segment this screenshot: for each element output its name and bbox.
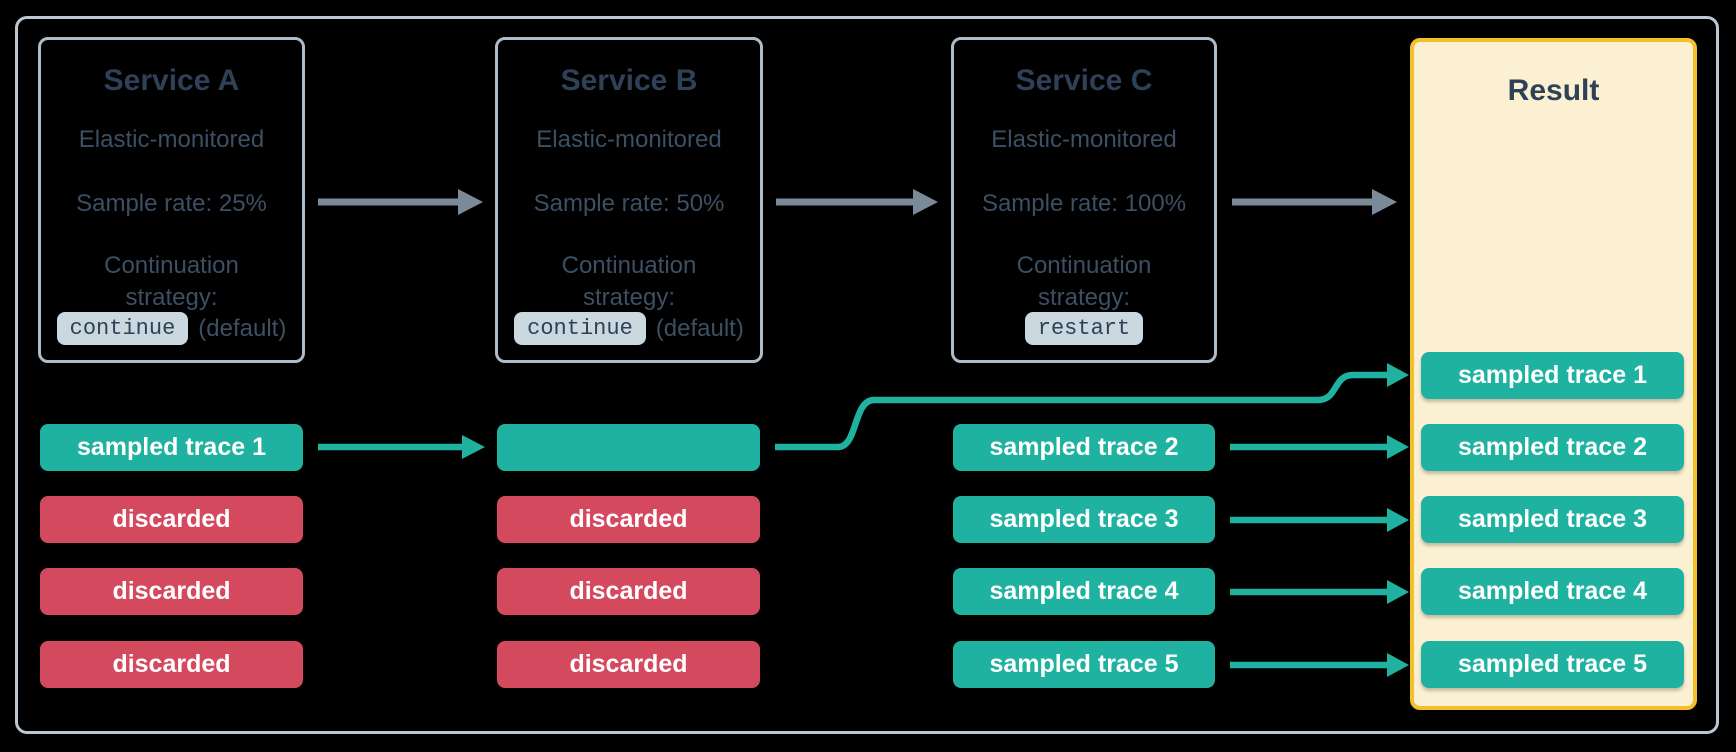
service-b-strategy-note: (default) (655, 314, 744, 342)
result-title: Result (1507, 74, 1600, 107)
service-c-continuation-label: Continuation strategy: (1016, 252, 1152, 311)
trace-pill: sampled trace 3 (953, 496, 1215, 543)
service-c-title: Service C (1015, 64, 1153, 97)
service-c-sample-rate: Sample rate: 100% (981, 190, 1187, 217)
service-b-continuation-label: Continuation strategy: (561, 252, 697, 311)
discarded-pill: discarded (497, 641, 760, 688)
service-b-strategy-row: continue (default) (498, 312, 760, 345)
service-a-strategy-row: continue (default) (41, 312, 302, 345)
service-a-box: Service A Elastic-monitored Sample rate:… (38, 37, 305, 363)
discarded-pill: discarded (40, 496, 303, 543)
service-c-box: Service C Elastic-monitored Sample rate:… (951, 37, 1217, 363)
trace-pill: sampled trace 5 (1421, 641, 1684, 688)
service-c-monitoring: Elastic-monitored (991, 126, 1177, 153)
service-a-sample-rate: Sample rate: 25% (76, 190, 267, 217)
service-c-strategy-chip: restart (1024, 312, 1144, 345)
service-b-title: Service B (560, 64, 698, 97)
discarded-pill: discarded (497, 568, 760, 615)
service-b-sample-rate: Sample rate: 50% (533, 190, 725, 217)
service-b-monitoring: Elastic-monitored (536, 126, 722, 153)
service-b-strategy-chip: continue (514, 312, 646, 345)
service-c-strategy-row: restart (954, 312, 1214, 345)
trace-pill: sampled trace 4 (1421, 568, 1684, 615)
trace-pill: sampled trace 1 (1421, 352, 1684, 399)
service-a-strategy-note: (default) (198, 314, 287, 342)
diagram-frame (15, 16, 1719, 734)
trace-pill: sampled trace 1 (40, 424, 303, 471)
discarded-pill: discarded (497, 496, 760, 543)
trace-pill: sampled trace 4 (953, 568, 1215, 615)
service-a-monitoring: Elastic-monitored (78, 126, 265, 153)
trace-pill: sampled trace 2 (953, 424, 1215, 471)
trace-pill-unlabeled (497, 424, 760, 471)
service-a-continuation-label: Continuation strategy: (104, 252, 239, 311)
trace-pill: sampled trace 5 (953, 641, 1215, 688)
discarded-pill: discarded (40, 641, 303, 688)
service-b-box: Service B Elastic-monitored Sample rate:… (495, 37, 763, 363)
discarded-pill: discarded (40, 568, 303, 615)
service-a-strategy-chip: continue (56, 312, 189, 345)
service-a-title: Service A (103, 64, 240, 97)
trace-pill: sampled trace 2 (1421, 424, 1684, 471)
trace-pill: sampled trace 3 (1421, 496, 1684, 543)
